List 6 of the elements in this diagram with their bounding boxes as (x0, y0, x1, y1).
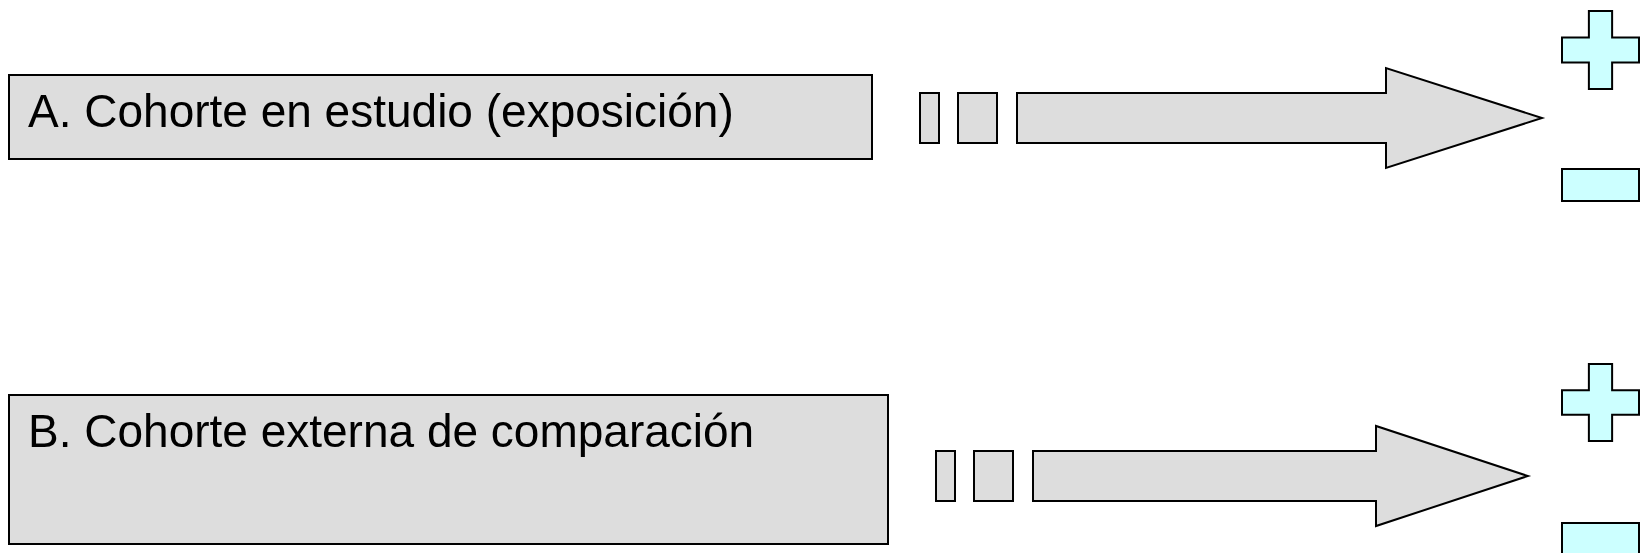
block-arrow (919, 66, 1546, 170)
cohort-label: A. Cohorte en estudio (exposición) (28, 84, 734, 138)
cohort-box (8, 74, 873, 160)
cohort-label: B. Cohorte externa de comparación (28, 404, 755, 458)
cohort-box (8, 394, 889, 545)
block-arrow (935, 424, 1532, 528)
